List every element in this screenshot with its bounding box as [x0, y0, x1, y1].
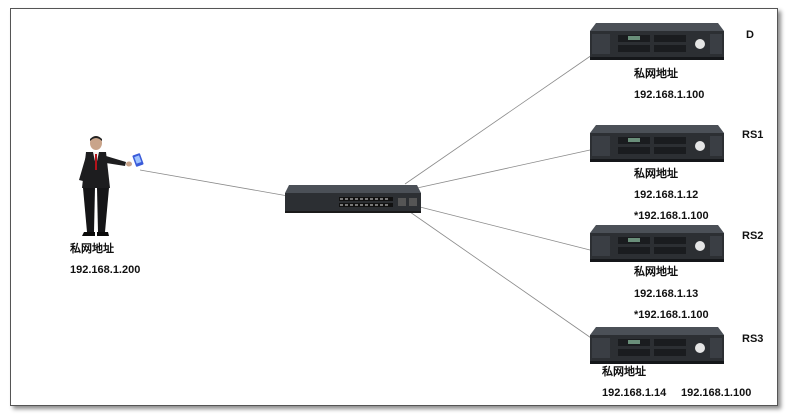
server-rs3-name: RS3 [742, 333, 764, 345]
client-label: 私网地址 [70, 243, 114, 255]
server-rs3-icon [588, 326, 726, 366]
server-rs3-label: 私网地址 [602, 366, 646, 378]
server-rs2-ip: 192.168.1.13 [634, 288, 699, 300]
server-rs3-vip: 192.168.1.100 [681, 387, 752, 399]
client-ip: 192.168.1.200 [70, 264, 141, 276]
server-rs1-icon [588, 124, 726, 164]
server-rs2-icon [588, 224, 726, 264]
link-switch-rs1 [407, 149, 591, 191]
client-person-icon [74, 136, 152, 240]
network-switch-icon [283, 183, 423, 215]
server-rs2-vip: *192.168.1.100 [634, 309, 709, 321]
link-switch-rs3 [409, 211, 595, 341]
server-d-label: 私网地址 [634, 68, 678, 80]
server-rs2-name: RS2 [742, 230, 764, 242]
server-rs1-vip: *192.168.1.100 [634, 210, 709, 222]
link-switch-rs2 [411, 204, 591, 251]
server-d-icon [588, 22, 726, 62]
server-d-ip: 192.168.1.100 [634, 89, 705, 101]
server-rs1-label: 私网地址 [634, 168, 678, 180]
server-rs3-ip: 192.168.1.14 [602, 387, 667, 399]
link-switch-d [404, 54, 593, 185]
server-rs1-ip: 192.168.1.12 [634, 189, 699, 201]
link-client-switch [139, 169, 289, 197]
server-rs2-label: 私网地址 [634, 266, 678, 278]
server-rs1-name: RS1 [742, 129, 764, 141]
server-d-name: D [746, 29, 754, 41]
